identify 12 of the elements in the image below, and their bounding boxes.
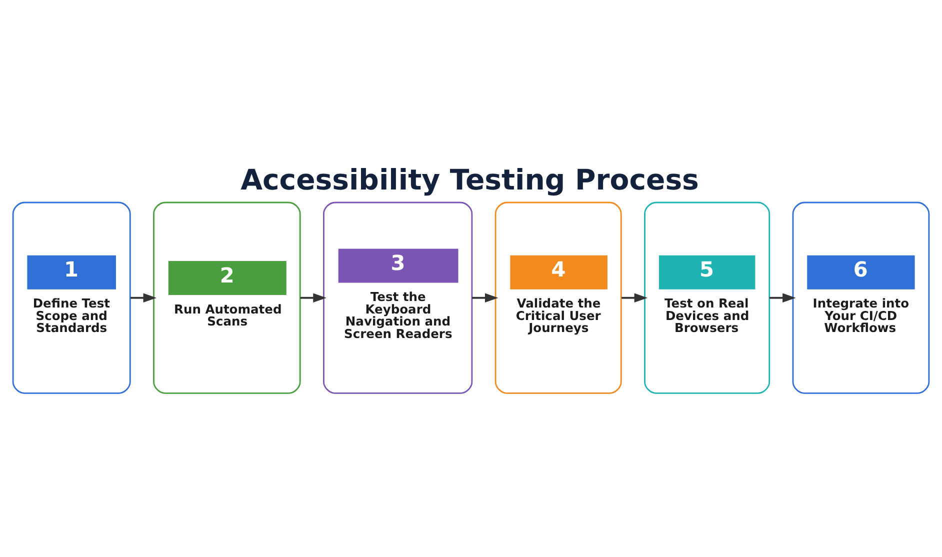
diagram-title: Accessibility Testing Process [240,163,699,196]
arrow [769,293,796,302]
node-box: 5 Test on Real Devices and Browsers [644,202,770,394]
node-box: 1 Define Test Scope and Standards [12,202,131,394]
arrow [130,293,157,302]
arrow [300,293,326,302]
node-box: 2 Run Automated Scans [153,202,301,394]
node-box: 3 Test the Keyboard Navigation and Screen Readers [323,202,473,394]
node-box: 4 Validate the Critical User Journeys [494,202,622,394]
arrow [472,293,498,302]
arrow [622,293,648,302]
node-box: 6 Integrate into Your CI/CD Workflows [792,202,930,394]
